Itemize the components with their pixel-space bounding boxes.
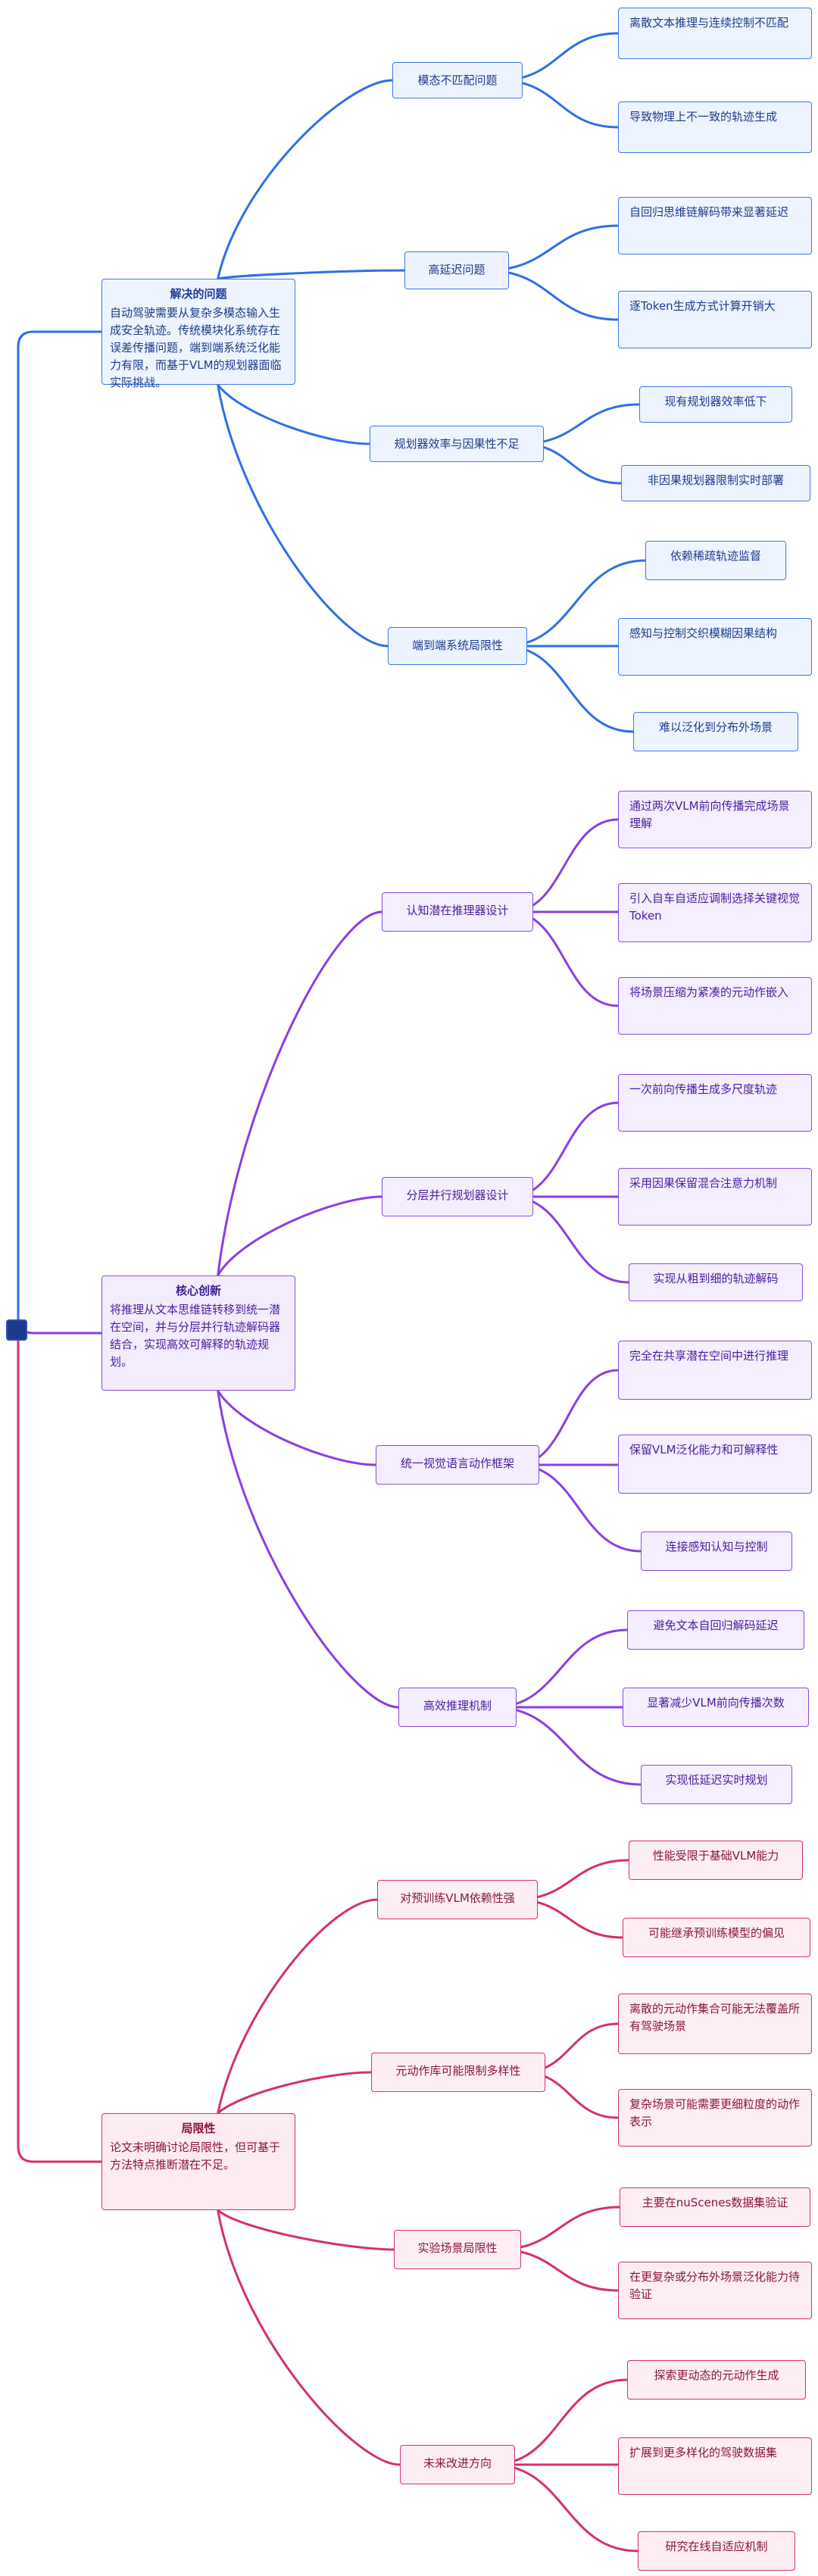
connector-line xyxy=(217,1390,376,1466)
leaf-node[interactable]: 现有规划器效率低下 xyxy=(639,386,792,423)
sub-node-planner-efficiency[interactable]: 规划器效率与因果性不足 xyxy=(370,426,544,462)
leaf-node[interactable]: 自回归思维链解码带来显著延迟 xyxy=(618,197,812,254)
sub-node-parallel-planner[interactable]: 分层并行规划器设计 xyxy=(382,1177,533,1216)
branch-title: 解决的问题 xyxy=(170,287,227,301)
leaf-node[interactable]: 研究在线自适应机制 xyxy=(638,2531,795,2571)
sub-node-vla-framework[interactable]: 统一视觉语言动作框架 xyxy=(376,1445,539,1485)
leaf-node[interactable]: 连接感知认知与控制 xyxy=(641,1532,792,1571)
leaf-node[interactable]: 显著减少VLM前向传播次数 xyxy=(623,1688,809,1727)
leaf-node[interactable]: 扩展到更多样化的驾驶数据集 xyxy=(618,2437,812,2495)
leaf-node[interactable]: 性能受限于基础VLM能力 xyxy=(629,1841,803,1880)
sub-node-efficient-inference[interactable]: 高效推理机制 xyxy=(398,1688,517,1727)
connector-line xyxy=(217,79,393,279)
leaf-node[interactable]: 可能继承预训练模型的偏见 xyxy=(623,1918,810,1957)
sub-node-latency[interactable]: 高延迟问题 xyxy=(404,251,509,289)
branch-description: 论文未明确讨论局限性，但可基于方法特点推断潜在不足。 xyxy=(110,2140,281,2172)
connector-line xyxy=(217,384,389,648)
connector-line xyxy=(217,1390,399,1709)
sub-node-e2e-limits[interactable]: 端到端系统局限性 xyxy=(388,627,527,665)
branch-title: 核心创新 xyxy=(175,1284,221,1297)
branch-innovation[interactable]: 核心创新 将推理从文本思维链转移到统一潜在空间，并与分层并行轨迹解码器结合，实现… xyxy=(101,1276,295,1391)
leaf-node[interactable]: 离散的元动作集合可能无法覆盖所有驾驶场景 xyxy=(618,1994,812,2054)
leaf-node[interactable]: 导致物理上不一致的轨迹生成 xyxy=(618,101,812,153)
leaf-node[interactable]: 将场景压缩为紧凑的元动作嵌入 xyxy=(618,977,812,1035)
leaf-node[interactable]: 复杂场景可能需要更细粒度的动作表示 xyxy=(618,2089,812,2147)
connector-line xyxy=(491,2463,639,2553)
leaf-node[interactable]: 采用因果保留混合注意力机制 xyxy=(618,1168,812,1226)
sub-node-future-directions[interactable]: 未来改进方向 xyxy=(400,2445,515,2484)
leaf-node[interactable]: 离散文本推理与连续控制不匹配 xyxy=(618,8,812,59)
leaf-node[interactable]: 实现从粗到细的轨迹解码 xyxy=(629,1263,803,1301)
sub-node-modality[interactable]: 模态不匹配问题 xyxy=(392,62,523,98)
root-node[interactable] xyxy=(6,1319,27,1341)
leaf-node[interactable]: 一次前向传播生成多尺度轨迹 xyxy=(618,1074,812,1132)
leaf-node[interactable]: 主要在nuScenes数据集验证 xyxy=(620,2187,810,2227)
connector-line xyxy=(503,559,647,648)
leaf-node[interactable]: 探索更动态的元动作生成 xyxy=(627,2360,806,2400)
branch-title: 局限性 xyxy=(181,2122,216,2135)
connector-line xyxy=(217,910,382,1276)
leaf-node[interactable]: 保留VLM泛化能力和可解释性 xyxy=(618,1435,812,1494)
leaf-node[interactable]: 通过两次VLM前向传播完成场景理解 xyxy=(618,791,812,848)
connector-line xyxy=(491,2378,629,2466)
leaf-node[interactable]: 在更复杂或分布外场景泛化能力待验证 xyxy=(618,2262,812,2319)
connector-line xyxy=(17,1330,101,2163)
connector-line xyxy=(17,330,101,1330)
sub-node-experiment-scope[interactable]: 实验场景局限性 xyxy=(394,2230,521,2269)
branch-problem[interactable]: 解决的问题 自动驾驶需要从复杂多模态输入生成安全轨迹。传统模块化系统存在误差传播… xyxy=(101,279,295,389)
branch-description: 自动驾驶需要从复杂多模态输入生成安全轨迹。传统模块化系统存在误差传播问题，端到端… xyxy=(110,306,282,389)
leaf-node[interactable]: 逐Token生成方式计算开销大 xyxy=(618,291,812,348)
leaf-node[interactable]: 依赖稀疏轨迹监督 xyxy=(645,541,786,580)
connector-line xyxy=(492,1706,642,1786)
leaf-node[interactable]: 引入自车自适应调制选择关键视觉Token xyxy=(618,883,812,942)
leaf-node[interactable]: 感知与控制交织模糊因果结构 xyxy=(618,618,812,676)
sub-node-meta-action-library[interactable]: 元动作库可能限制多样性 xyxy=(371,2053,545,2092)
sub-node-vlm-dependency[interactable]: 对预训练VLM依赖性强 xyxy=(377,1880,538,1919)
connector-line xyxy=(217,384,370,445)
connector-line xyxy=(17,1317,101,1335)
branch-description: 将推理从文本思维链转移到统一潜在空间，并与分层并行轨迹解码器结合，实现高效可解释… xyxy=(110,1303,281,1369)
sub-node-cognitive-reasoner[interactable]: 认知潜在推理器设计 xyxy=(382,892,533,932)
connector-line xyxy=(217,1195,382,1276)
connector-line xyxy=(217,2071,372,2115)
connector-line xyxy=(217,2209,395,2251)
connector-line xyxy=(217,269,405,280)
leaf-node[interactable]: 实现低延迟实时规划 xyxy=(641,1765,792,1804)
branch-limits[interactable]: 局限性 论文未明确讨论局限性，但可基于方法特点推断潜在不足。 xyxy=(101,2113,295,2210)
leaf-node[interactable]: 完全在共享潜在空间中进行推理 xyxy=(618,1341,812,1400)
connector-line xyxy=(217,2209,401,2466)
leaf-node[interactable]: 非因果规划器限制实时部署 xyxy=(621,465,810,501)
connector-line xyxy=(217,1898,378,2114)
leaf-node[interactable]: 避免文本自回归解码延迟 xyxy=(627,1610,804,1650)
leaf-node[interactable]: 难以泛化到分布外场景 xyxy=(633,712,798,751)
